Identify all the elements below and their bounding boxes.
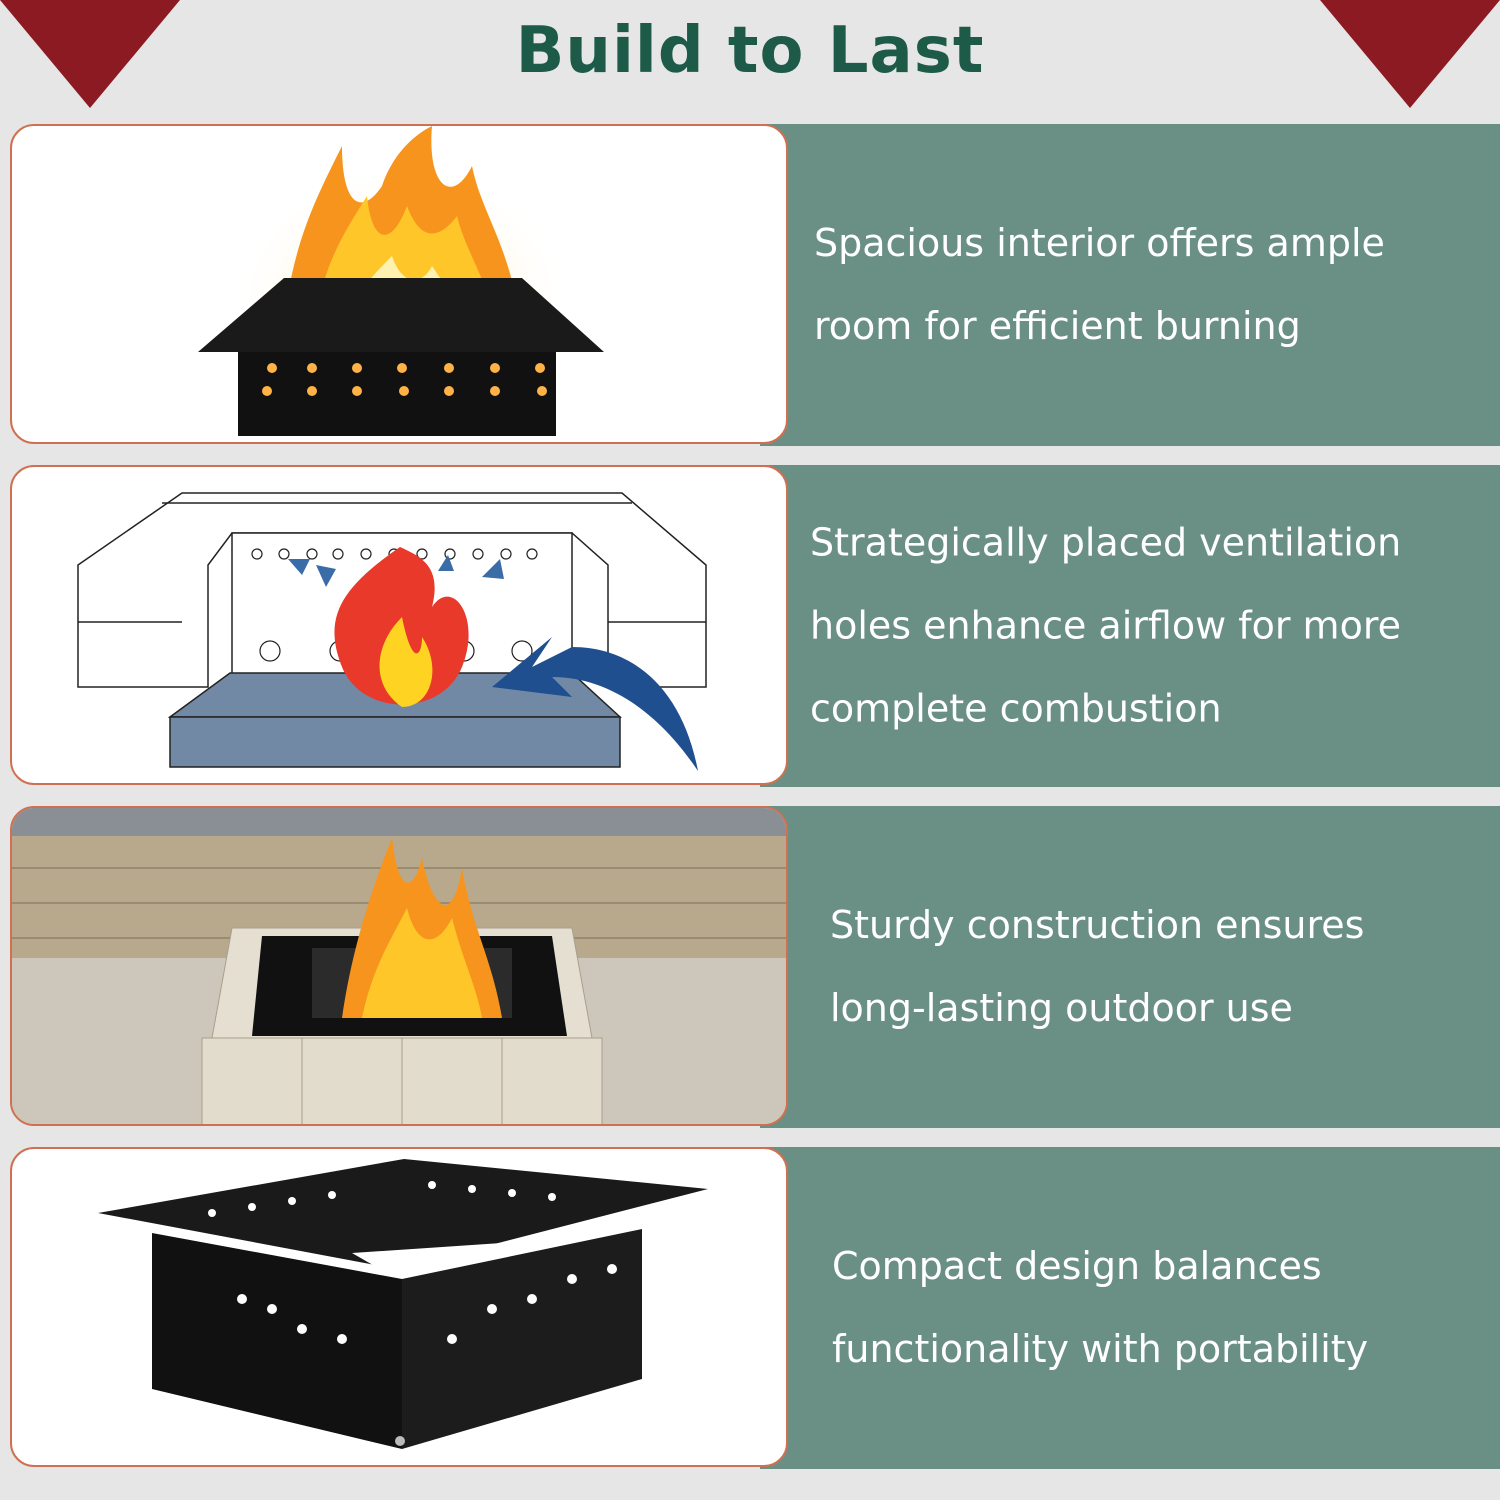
- airflow-diagram-image: [77, 492, 707, 771]
- feature-image-card: [10, 806, 788, 1126]
- feature-image-card: [10, 124, 788, 444]
- feature-text-3: Sturdy construction ensures long-lasting…: [830, 903, 1365, 1030]
- corner-triangle-left: [0, 0, 180, 108]
- feature-image-card: [10, 1147, 788, 1467]
- feature-text-1: Spacious interior offers ample room for …: [814, 221, 1385, 348]
- feature-row-4: Compact design balances functionality wi…: [0, 1147, 1500, 1469]
- black-steel-fire-ring-image: [98, 1159, 708, 1449]
- feature-text-4: Compact design balances functionality wi…: [832, 1244, 1369, 1371]
- stone-patio-fire-pit-image: [12, 808, 786, 1124]
- feature-panel: [760, 1147, 1500, 1469]
- feature-panel: [760, 124, 1500, 446]
- fire-pit-insert-with-flames-image: [198, 126, 604, 436]
- feature-row-2: Strategically placed ventilation holes e…: [0, 465, 1500, 787]
- corner-triangle-right: [1320, 0, 1500, 108]
- feature-image-card: [10, 465, 788, 785]
- feature-panel: [760, 806, 1500, 1128]
- feature-text-2: Strategically placed ventilation holes e…: [810, 520, 1402, 731]
- feature-panel: [760, 465, 1500, 787]
- page-title: Build to Last: [515, 14, 985, 88]
- feature-row-3: Sturdy construction ensures long-lasting…: [0, 806, 1500, 1128]
- feature-row-1: Spacious interior offers ample room for …: [0, 124, 1500, 446]
